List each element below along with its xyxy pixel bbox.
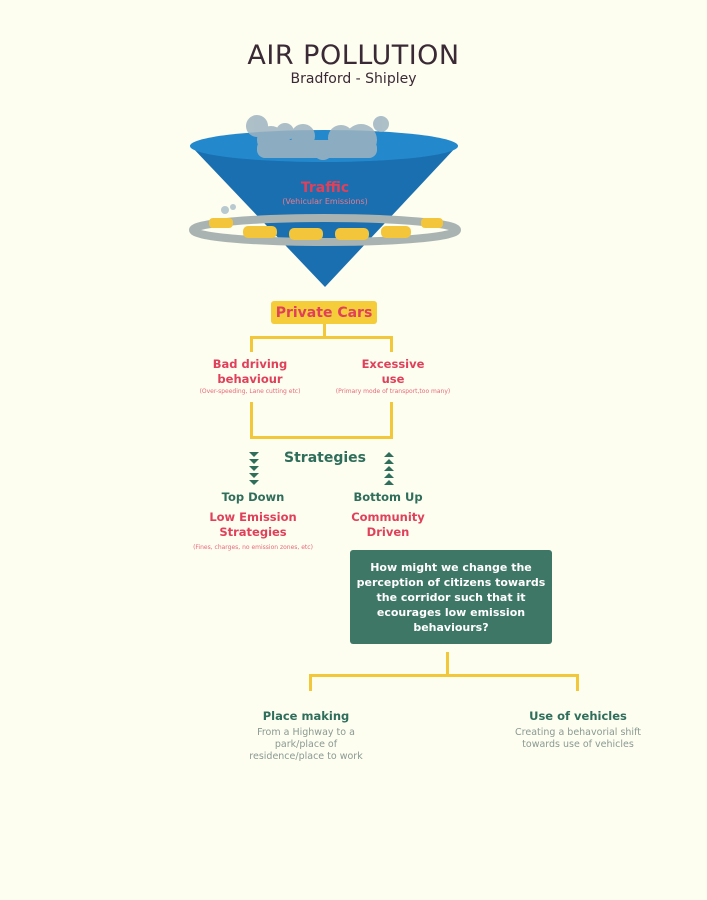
traffic-funnel-illustration [189, 115, 461, 287]
outcome-place-making-title: Place making [262, 709, 350, 723]
exhaust-puff [221, 206, 229, 214]
connector-line [446, 652, 449, 674]
road-ring [189, 214, 461, 246]
top-down-title: Top Down [221, 490, 285, 504]
connector-line [390, 336, 393, 352]
smog-cloud [246, 115, 389, 160]
strategies-label: Strategies [284, 450, 366, 466]
cars [209, 218, 443, 240]
down-arrows-icon [249, 452, 259, 485]
funnel-sublabel: (Vehicular Emissions) [282, 197, 368, 206]
connector-line [250, 336, 253, 352]
connector-line [309, 674, 579, 677]
bottom-up-title: Bottom Up [353, 490, 423, 504]
question-box: How might we change the perception of ci… [350, 550, 552, 644]
cause-bad-driving-note: (Over-speeding, Lane cutting etc) [199, 388, 301, 395]
connector-line [250, 336, 393, 339]
connector-line [309, 674, 312, 691]
connector-line [250, 436, 393, 439]
up-arrows-icon [384, 452, 394, 485]
connector-line [250, 402, 253, 439]
page-subtitle: Bradford - Shipley [290, 71, 417, 87]
connector-line [390, 402, 393, 439]
connector-line [576, 674, 579, 691]
connector-line [323, 324, 326, 337]
private-cars-label: Private Cars [275, 304, 373, 321]
private-cars-box: Private Cars [271, 301, 377, 324]
page-title: AIR POLLUTION [247, 40, 460, 71]
top-down-note: (Fines, charges, no emission zones, etc) [193, 544, 313, 551]
outcome-use-of-vehicles-title: Use of vehicles [529, 709, 627, 723]
exhaust-puff [230, 204, 236, 210]
cause-excessive-use-note: (Primary mode of transport,too many) [335, 388, 451, 395]
funnel-label: Traffic [300, 180, 350, 196]
